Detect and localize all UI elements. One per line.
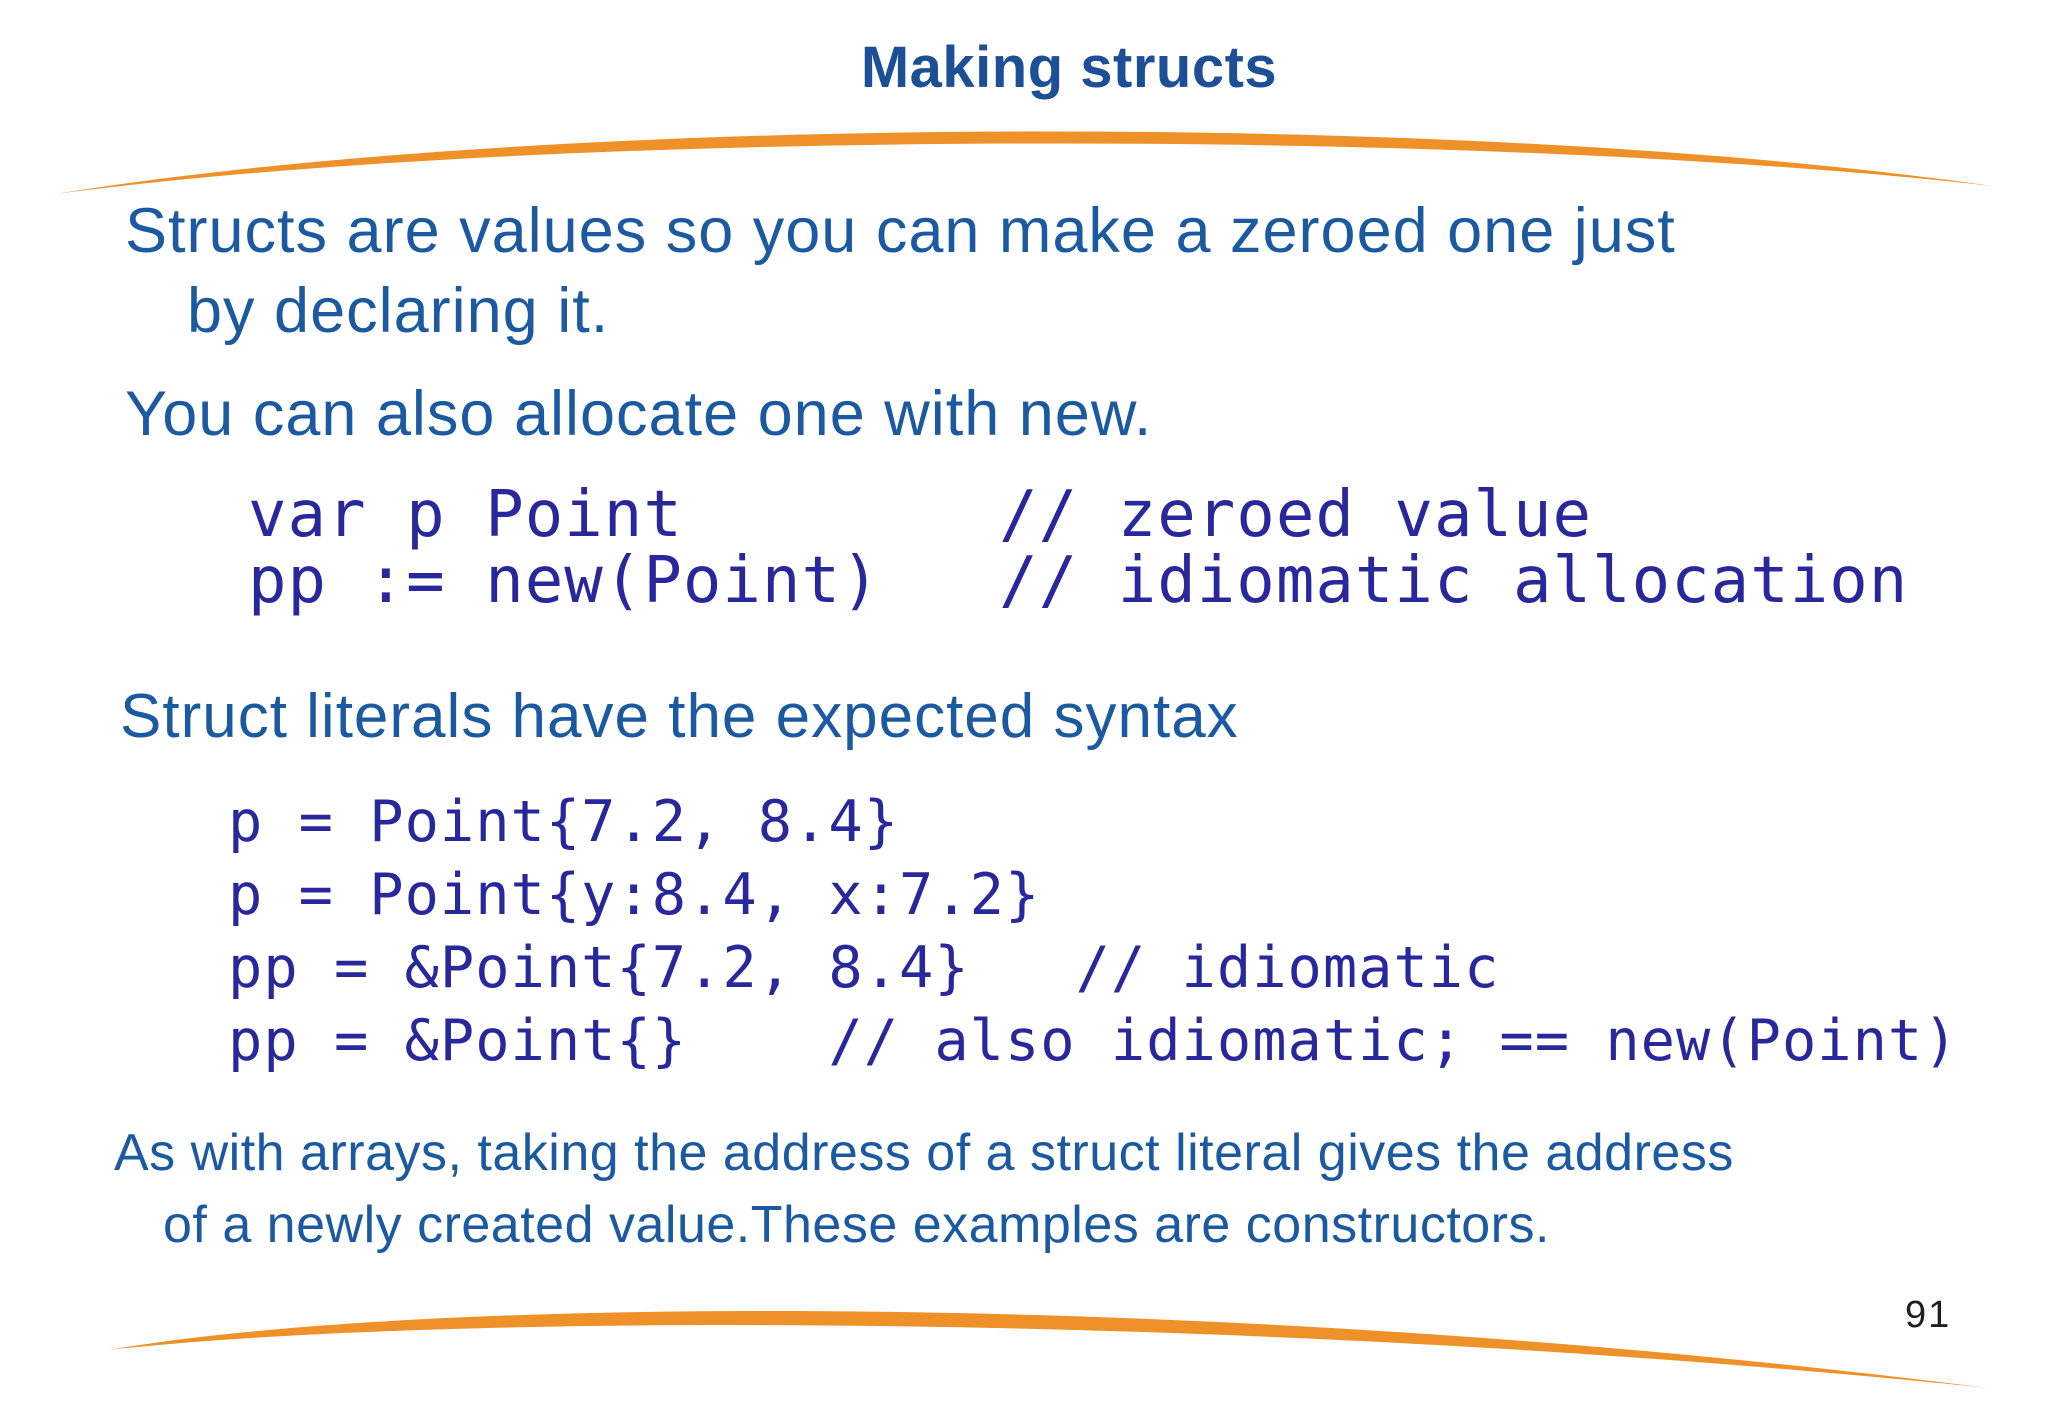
closing-line-1: As with arrays, taking the address of a … — [114, 1124, 1734, 1182]
intro-line-2: by declaring it. — [187, 276, 610, 346]
page-number: 91 — [1905, 1294, 1952, 1336]
code-line: p = Point{7.2, 8.4} — [228, 789, 900, 855]
code-block-declaration: var p Point // zeroed value pp := new(Po… — [248, 482, 1908, 614]
code-line: var p Point // zeroed value — [248, 478, 1593, 552]
code-block-struct-literals: p = Point{7.2, 8.4} p = Point{y:8.4, x:7… — [228, 786, 1959, 1078]
intro-line-1: Structs are values so you can make a zer… — [125, 196, 1676, 266]
code-line: pp = &Point{7.2, 8.4} // idiomatic — [228, 935, 1500, 1001]
closing-paragraph: As with arrays, taking the address of a … — [114, 1117, 1734, 1261]
slide-title: Making structs — [860, 35, 1278, 100]
intro-line-3: You can also allocate one with new. — [125, 379, 1153, 449]
code-line: pp := new(Point) // idiomatic allocation — [248, 544, 1909, 618]
bottom-swoosh-line — [108, 1311, 1988, 1388]
closing-line-2: of a newly created value.These examples … — [163, 1196, 1550, 1254]
top-swoosh-line — [55, 131, 1992, 194]
intro-paragraph: Structs are values so you can make a zer… — [125, 191, 1676, 454]
code-line: pp = &Point{} // also idiomatic; == new(… — [228, 1008, 1959, 1074]
code-line: p = Point{y:8.4, x:7.2} — [228, 862, 1041, 928]
section-heading-struct-literals: Struct literals have the expected syntax — [120, 682, 1239, 751]
